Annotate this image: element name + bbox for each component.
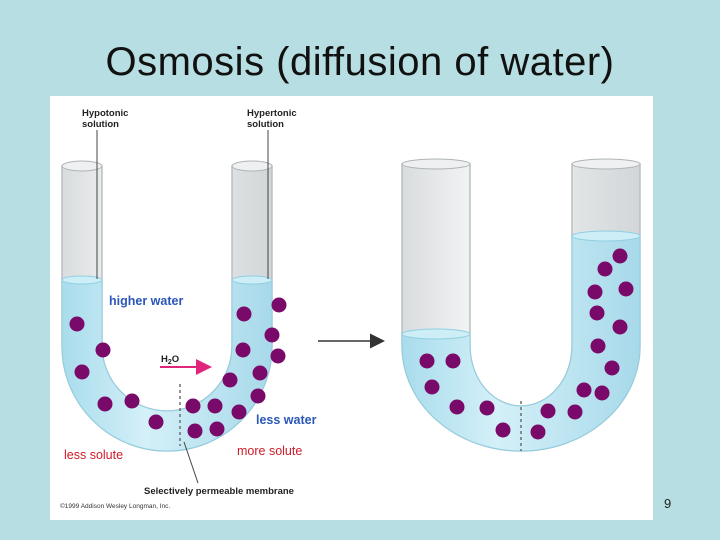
u-tube-right-mouth-left (401, 158, 471, 170)
u-tube-right-mouth-right (571, 158, 641, 170)
u-tube-left-meniscus-left (61, 275, 103, 285)
label-more-solute: more solute (237, 444, 302, 458)
u-tube-left-mouth-left (61, 160, 103, 172)
label-membrane: Selectively permeable membrane (144, 486, 294, 497)
label-less-solute: less solute (64, 448, 123, 462)
u-tube-left (61, 160, 287, 452)
u-tube-right-meniscus-right (571, 230, 641, 242)
label-h2o-h: H (161, 354, 168, 365)
solute-particles-right (419, 248, 634, 440)
label-h2o-subscript: 2 (168, 359, 172, 366)
page-number: 9 (664, 496, 672, 511)
label-hypotonic-solution: solution (82, 119, 119, 130)
solute-particles-left (69, 297, 287, 439)
u-tube-left-mouth-right (231, 160, 273, 172)
label-h2o: H2O (161, 354, 179, 366)
label-higher-water: higher water (109, 294, 183, 308)
label-hypertonic: Hypertonic (247, 108, 297, 119)
osmosis-diagram: Hypotonic solution Hypertonic solution h… (50, 96, 653, 520)
u-tube-right-meniscus-left (401, 328, 471, 340)
membrane-pointer (183, 441, 199, 484)
label-less-water: less water (256, 413, 317, 427)
u-tube-right-water (401, 235, 641, 452)
u-tube-left-meniscus-right (231, 275, 273, 285)
label-hypertonic-solution: solution (247, 119, 284, 130)
label-h2o-o: O (172, 354, 179, 365)
copyright-notice: ©1999 Addison Wesley Longman, Inc. (60, 502, 170, 510)
label-hypotonic: Hypotonic (82, 108, 128, 119)
diagram-canvas: Hypotonic solution Hypertonic solution h… (60, 108, 641, 510)
slide-title: Osmosis (diffusion of water) (105, 40, 615, 84)
u-tube-right (401, 158, 641, 452)
